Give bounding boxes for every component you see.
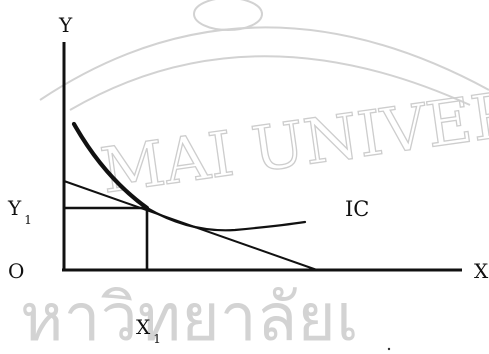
- scan-speck: [387, 347, 391, 351]
- y-axis-label: Y: [59, 13, 73, 37]
- watermark-top-text: MAI UNIVERS: [96, 71, 489, 208]
- watermark-arc-outer: [39, 26, 489, 101]
- x1-label-main: X: [136, 315, 151, 339]
- y1-label-main: Y: [8, 196, 22, 220]
- watermark-arc-inner: [69, 55, 471, 111]
- x-axis-label: X: [474, 259, 489, 283]
- watermark: [39, 0, 489, 111]
- x1-label-subscript: 1: [153, 332, 161, 346]
- watermark-emblem: [193, 0, 263, 31]
- origin-label: O: [8, 259, 25, 283]
- ic-curve-label: IC: [345, 197, 370, 221]
- y1-label-subscript: 1: [24, 213, 32, 227]
- watermark-bottom-text: หาวิทยาลัยเ: [20, 279, 359, 354]
- indifference-curve-bold-segment: [71, 121, 150, 211]
